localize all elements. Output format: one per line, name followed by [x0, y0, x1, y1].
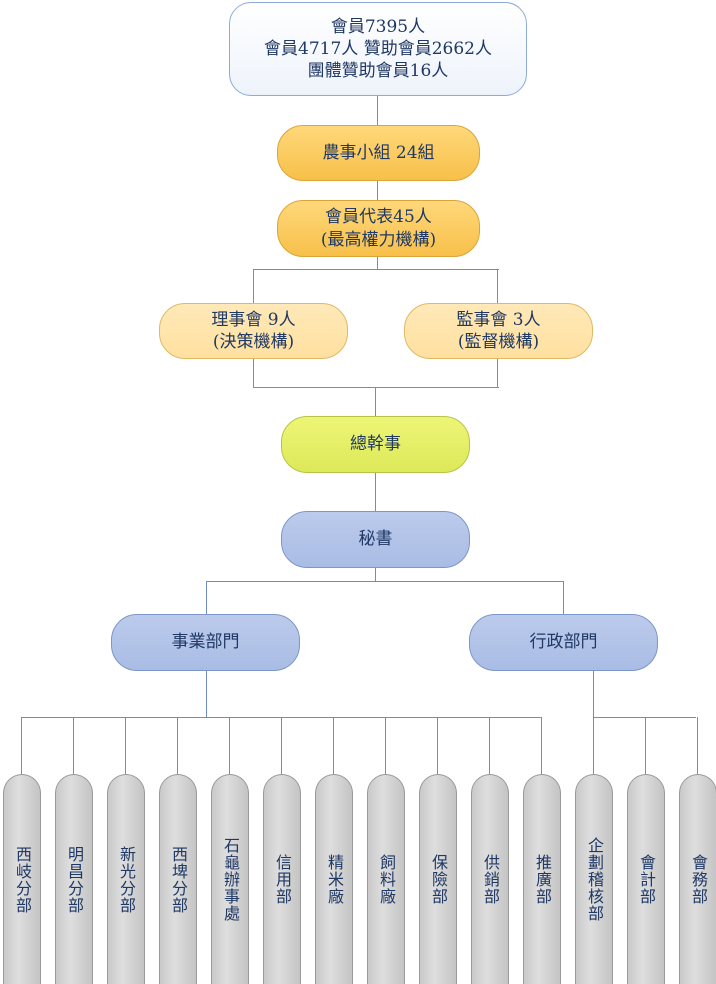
board-box: 理事會 9人 (決策機構) [159, 303, 348, 359]
connector [333, 717, 335, 775]
connector [497, 358, 499, 388]
unit-label: 供銷部 [481, 854, 500, 905]
connector [253, 269, 499, 271]
connector [206, 581, 208, 615]
unit-label: 會務部 [689, 854, 708, 905]
members-line-2: 會員4717人 贊助會員2662人 [264, 38, 492, 59]
connector [377, 95, 379, 125]
connector [229, 717, 231, 775]
connector [593, 717, 595, 775]
farm-groups-label: 農事小組 24組 [322, 142, 435, 163]
representatives-line-2: (最高權力機構) [320, 229, 437, 250]
unit-box: 信用部 [263, 774, 301, 984]
board-line-1: 理事會 9人 [211, 309, 296, 330]
unit-box: 西埤分部 [159, 774, 197, 984]
unit-box: 明昌分部 [55, 774, 93, 984]
unit-box: 新光分部 [107, 774, 145, 984]
connector [645, 717, 647, 775]
unit-box: 精米廠 [315, 774, 353, 984]
unit-label: 飼料廠 [377, 854, 396, 905]
connector [253, 269, 255, 304]
connector [497, 269, 499, 304]
general-manager-label: 總幹事 [350, 434, 401, 455]
general-manager-box: 總幹事 [281, 416, 470, 473]
unit-box: 飼料廠 [367, 774, 405, 984]
unit-box: 會務部 [679, 774, 716, 984]
admin-division-box: 行政部門 [469, 614, 658, 671]
connector [489, 717, 491, 775]
connector [125, 717, 127, 775]
connector [177, 717, 179, 775]
unit-label: 西岐分部 [13, 845, 32, 914]
unit-box: 石龜辦事處 [211, 774, 249, 984]
unit-label: 推廣部 [533, 854, 552, 905]
business-division-box: 事業部門 [111, 614, 300, 671]
unit-box: 企劃稽核部 [575, 774, 613, 984]
connector [206, 581, 564, 583]
unit-box: 推廣部 [523, 774, 561, 984]
board-line-2: (決策機構) [212, 332, 295, 352]
unit-label: 會計部 [637, 854, 656, 905]
unit-label: 精米廠 [325, 854, 344, 905]
connector [375, 387, 377, 417]
supervisors-box: 監事會 3人 (監督機構) [404, 303, 593, 359]
members-line-1: 會員7395人 [330, 16, 426, 37]
admin-division-label: 行政部門 [529, 632, 598, 653]
unit-box: 保險部 [419, 774, 457, 984]
connector [377, 180, 379, 200]
unit-label: 新光分部 [117, 845, 136, 914]
supervisors-line-2: (監督機構) [457, 332, 540, 352]
business-division-label: 事業部門 [171, 632, 240, 653]
unit-box: 供銷部 [471, 774, 509, 984]
representatives-line-1: 會員代表45人 [325, 207, 432, 228]
secretary-label: 秘書 [358, 529, 393, 550]
connector [563, 581, 565, 615]
connector [377, 256, 379, 270]
connector [21, 717, 23, 775]
connector [437, 717, 439, 775]
connector [385, 717, 387, 775]
connector [281, 717, 283, 775]
supervisors-line-1: 監事會 3人 [456, 309, 541, 330]
unit-label: 企劃稽核部 [585, 837, 604, 922]
connector [73, 717, 75, 775]
connector [375, 567, 377, 582]
unit-box: 西岐分部 [3, 774, 41, 984]
connector [541, 717, 543, 775]
connector [375, 472, 377, 512]
unit-label: 信用部 [273, 854, 292, 905]
representatives-box: 會員代表45人 (最高權力機構) [277, 200, 480, 257]
connector [206, 670, 208, 718]
connector [697, 717, 699, 775]
unit-label: 保險部 [429, 854, 448, 905]
secretary-box: 秘書 [281, 511, 470, 568]
members-box: 會員7395人 會員4717人 贊助會員2662人 團體贊助會員16人 [229, 2, 527, 96]
connector [593, 717, 696, 719]
connector [593, 670, 595, 718]
unit-label: 石龜辦事處 [221, 837, 240, 922]
unit-label: 西埤分部 [169, 845, 188, 914]
unit-label: 明昌分部 [65, 845, 84, 914]
unit-box: 會計部 [627, 774, 665, 984]
members-line-3: 團體贊助會員16人 [307, 61, 449, 82]
farm-groups-box: 農事小組 24組 [277, 125, 480, 181]
connector [253, 358, 255, 388]
